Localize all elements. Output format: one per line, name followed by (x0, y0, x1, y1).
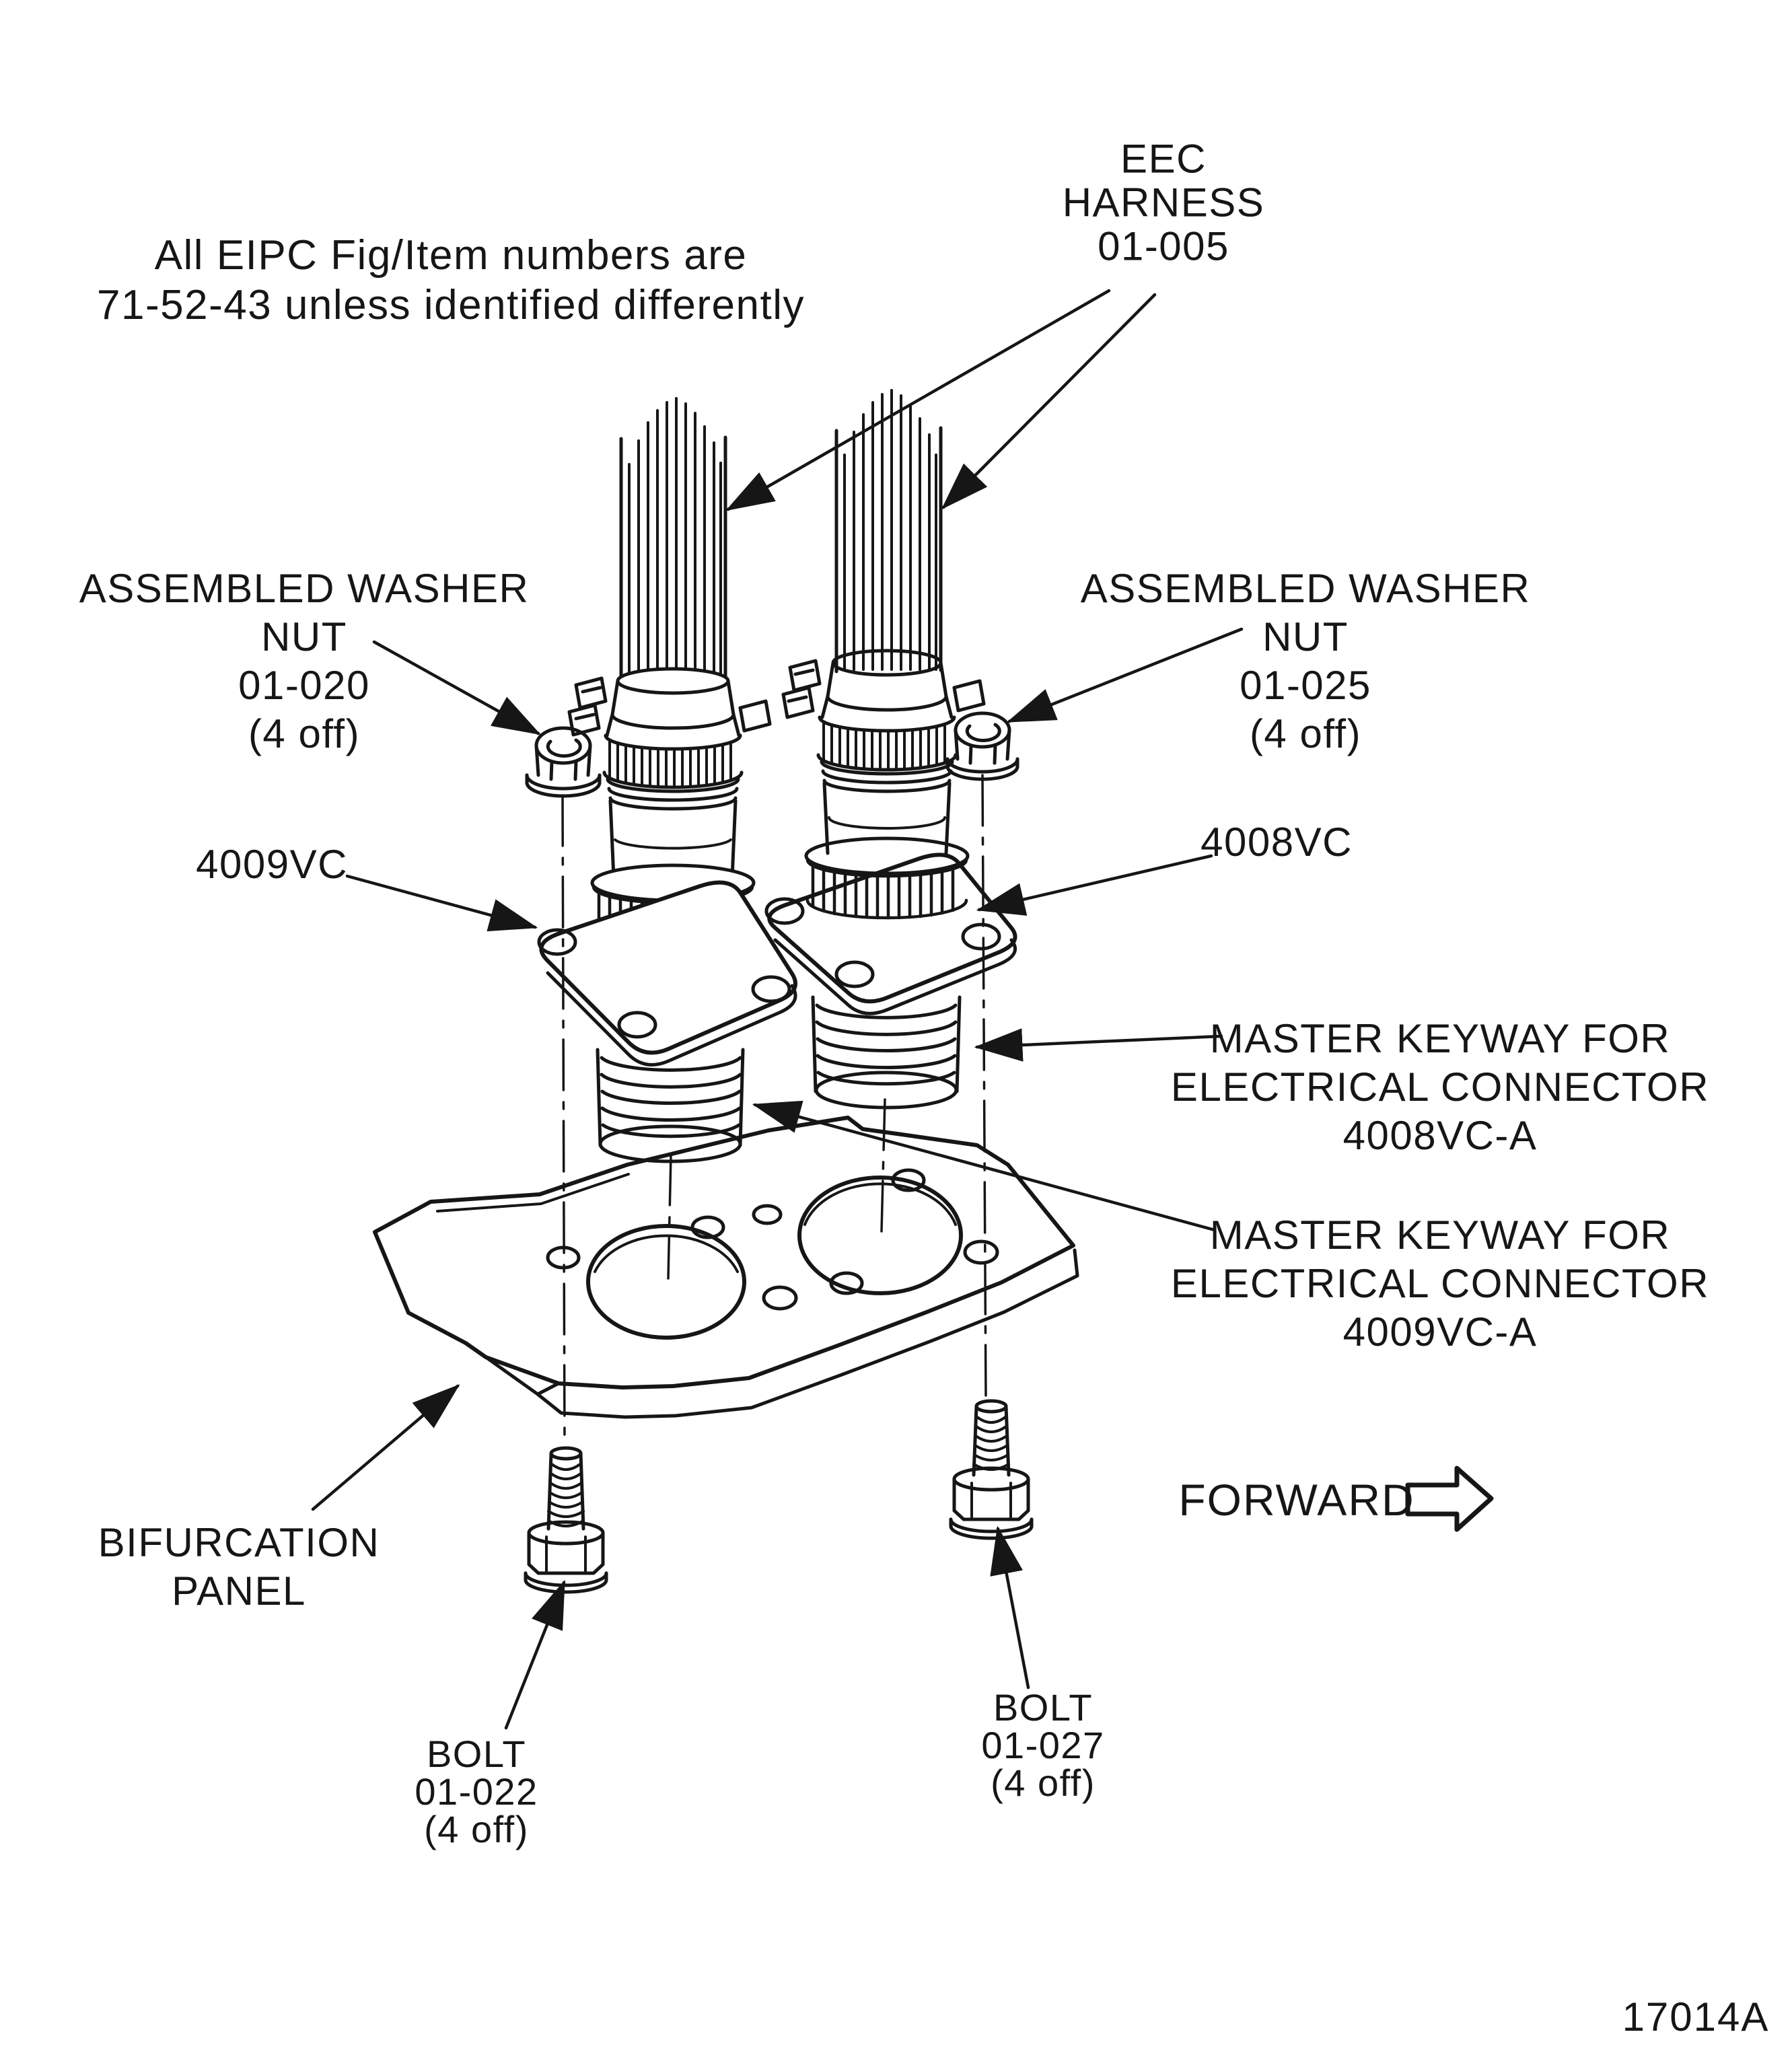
note-line: All EIPC Fig/Item numbers are (154, 232, 748, 279)
label-forward: FORWARD (1178, 1475, 1415, 1525)
forward-arrow-icon (1405, 1466, 1494, 1532)
clamp-screw-icon (738, 699, 772, 733)
clamp-left (567, 667, 772, 737)
harness-right (834, 389, 943, 674)
clamp-screw-icon (788, 659, 822, 692)
leader-eec-left (725, 289, 1111, 511)
leader-bolt-right (990, 1525, 1030, 1690)
flange-hole (764, 897, 805, 925)
label-connector-left: 4009VC (196, 842, 348, 887)
leader-lines (311, 289, 1244, 1730)
panel-hole-small (752, 1204, 783, 1225)
harness-left (619, 397, 727, 682)
accessory-knurl-right (805, 858, 968, 920)
label-connector-right: 4008VC (1200, 820, 1353, 865)
flange-right-4008vc (764, 853, 1017, 1015)
label-washer-nut-left: ASSEMBLED WASHER NUT 01-020 (4 off) (79, 566, 530, 756)
label-keyway-4009: MASTER KEYWAY FOR ELECTRICAL CONNECTOR 4… (1170, 1213, 1710, 1354)
flange-hole (751, 975, 791, 1003)
coupling-ring-right (816, 715, 958, 772)
leader-washer-left (372, 640, 541, 735)
panel-hole-large (797, 1176, 963, 1295)
flange-left-4009vc (537, 880, 797, 1066)
leader-4008vc (976, 854, 1213, 916)
body-right (804, 760, 970, 875)
clamp-right (781, 649, 986, 719)
panel-hole-large (586, 1224, 746, 1340)
bolt-right (949, 1399, 1034, 1540)
leader-4009vc (345, 874, 538, 932)
centerline-right-bolt (981, 774, 987, 1400)
flange-hole (617, 1011, 657, 1039)
centerline-left-bolt (561, 794, 566, 1447)
panel-hole-small (762, 1285, 798, 1311)
coupling-ring-left (602, 733, 744, 789)
panel-hole-small (690, 1215, 725, 1239)
centerline-right-conn (880, 1098, 886, 1233)
centerline-left-conn (667, 1153, 672, 1280)
panel-hole-small (829, 1271, 864, 1295)
leader-bolt-left (504, 1579, 566, 1730)
thread-barrel-right (811, 995, 962, 1110)
label-bolt-right: BOLT 01-027 (4 off) (981, 1686, 1105, 1804)
bolt-left (524, 1446, 608, 1594)
figure-code: 17014A (1622, 1994, 1770, 2039)
label-washer-nut-right: ASSEMBLED WASHER NUT 01-025 (4 off) (1080, 566, 1531, 756)
panel-hole-small (891, 1168, 926, 1192)
flange-hole (961, 923, 1001, 951)
clamp-screw-icon (952, 679, 986, 713)
leader-keyway-4009 (752, 1100, 1217, 1232)
bifurcation-panel (373, 1116, 1079, 1419)
washer-nut-right (945, 711, 1019, 781)
clamp-screw-icon (574, 676, 608, 710)
leader-eec-right (941, 293, 1157, 510)
connector-right-4008vc (764, 389, 1017, 1110)
leader-panel (311, 1384, 460, 1511)
panel-hole-small (963, 1239, 999, 1265)
label-bolt-left: BOLT 01-022 (4 off) (415, 1733, 538, 1850)
thread-barrel-left (596, 1048, 745, 1163)
leader-keyway-4008 (974, 1028, 1223, 1062)
clamp-screw-icon (567, 703, 601, 737)
connector-left-4009vc (537, 397, 797, 1163)
flange-hole (537, 928, 577, 956)
clamp-screw-icon (781, 686, 815, 719)
centerlines (561, 774, 987, 1447)
flange-hole (834, 960, 875, 988)
washer-nut-left (525, 726, 602, 798)
note-text: All EIPC Fig/Item numbers are 71-52-43 u… (97, 231, 805, 330)
note-line: 71-52-43 unless identified differently (97, 282, 805, 328)
label-bifurcation-panel: BIFURCATION PANEL (98, 1520, 380, 1614)
leader-washer-right (1006, 627, 1244, 723)
label-keyway-4008: MASTER KEYWAY FOR ELECTRICAL CONNECTOR 4… (1170, 1016, 1710, 1158)
label-eec-harness: EEC HARNESS 01-005 (1062, 136, 1265, 269)
